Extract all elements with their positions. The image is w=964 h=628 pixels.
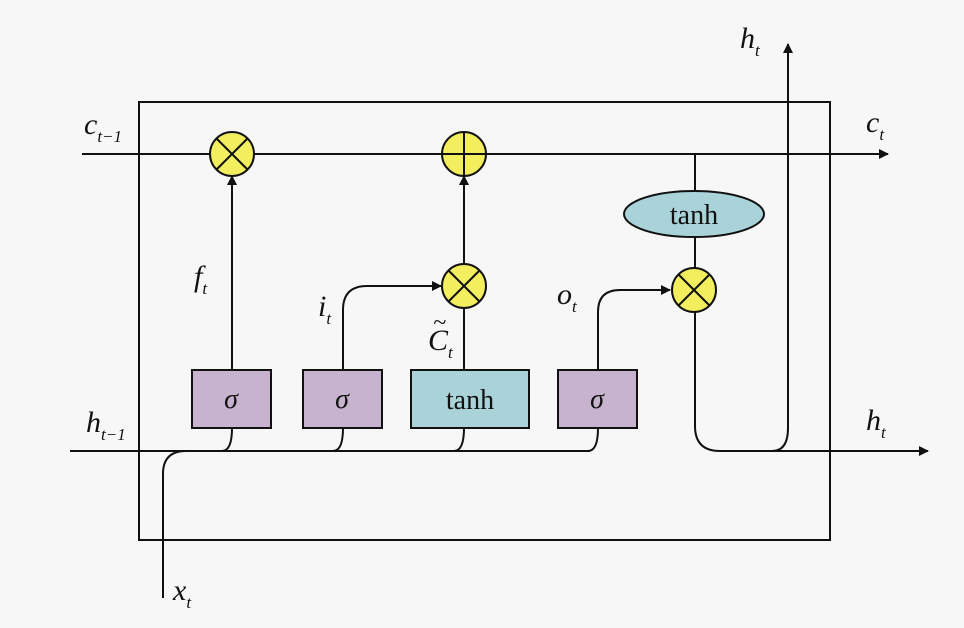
sigma-input-label: σ: [335, 384, 350, 415]
branch-forget: [221, 427, 233, 452]
h-up-path: [771, 43, 793, 452]
branch-input: [332, 427, 344, 452]
x-input-path: [162, 450, 220, 598]
multiply-forget-icon: [209, 131, 255, 177]
add-cell-icon: [441, 131, 487, 177]
label-input: it: [318, 290, 332, 328]
input-arrow: [342, 281, 442, 370]
sigma-output-box: [557, 369, 638, 429]
branch-candidate: [453, 427, 465, 452]
label-output: ot: [557, 278, 578, 316]
output-to-h-path: [694, 312, 929, 456]
label-h-next-right: ht: [866, 404, 887, 442]
label-c-next: ct: [866, 106, 885, 144]
label-h-next-top: ht: [740, 22, 761, 60]
multiply-output-icon: [671, 267, 717, 313]
sigma-forget-label: σ: [224, 384, 239, 415]
tanh-cell-ellipse: [623, 190, 765, 238]
multiply-input-icon: [441, 263, 487, 309]
label-forget: ft: [194, 260, 208, 298]
tanh-candidate-label: tanh: [446, 385, 494, 416]
output-arrow: [597, 285, 671, 370]
branch-output: [587, 427, 599, 452]
tanh-candidate-box: [410, 369, 530, 429]
label-h-prev: ht−1: [86, 406, 126, 444]
cell-boundary: [138, 101, 831, 541]
sigma-forget-box: [191, 369, 272, 429]
sigma-input-box: [302, 369, 383, 429]
tanh-cell-label: tanh: [670, 200, 718, 231]
label-x-in: xt: [172, 574, 192, 612]
sigma-output-label: σ: [590, 384, 605, 415]
label-c-prev: ct−1: [84, 108, 122, 146]
label-candidate-accent: ~: [433, 310, 446, 336]
label-candidate: Ct: [428, 324, 454, 362]
